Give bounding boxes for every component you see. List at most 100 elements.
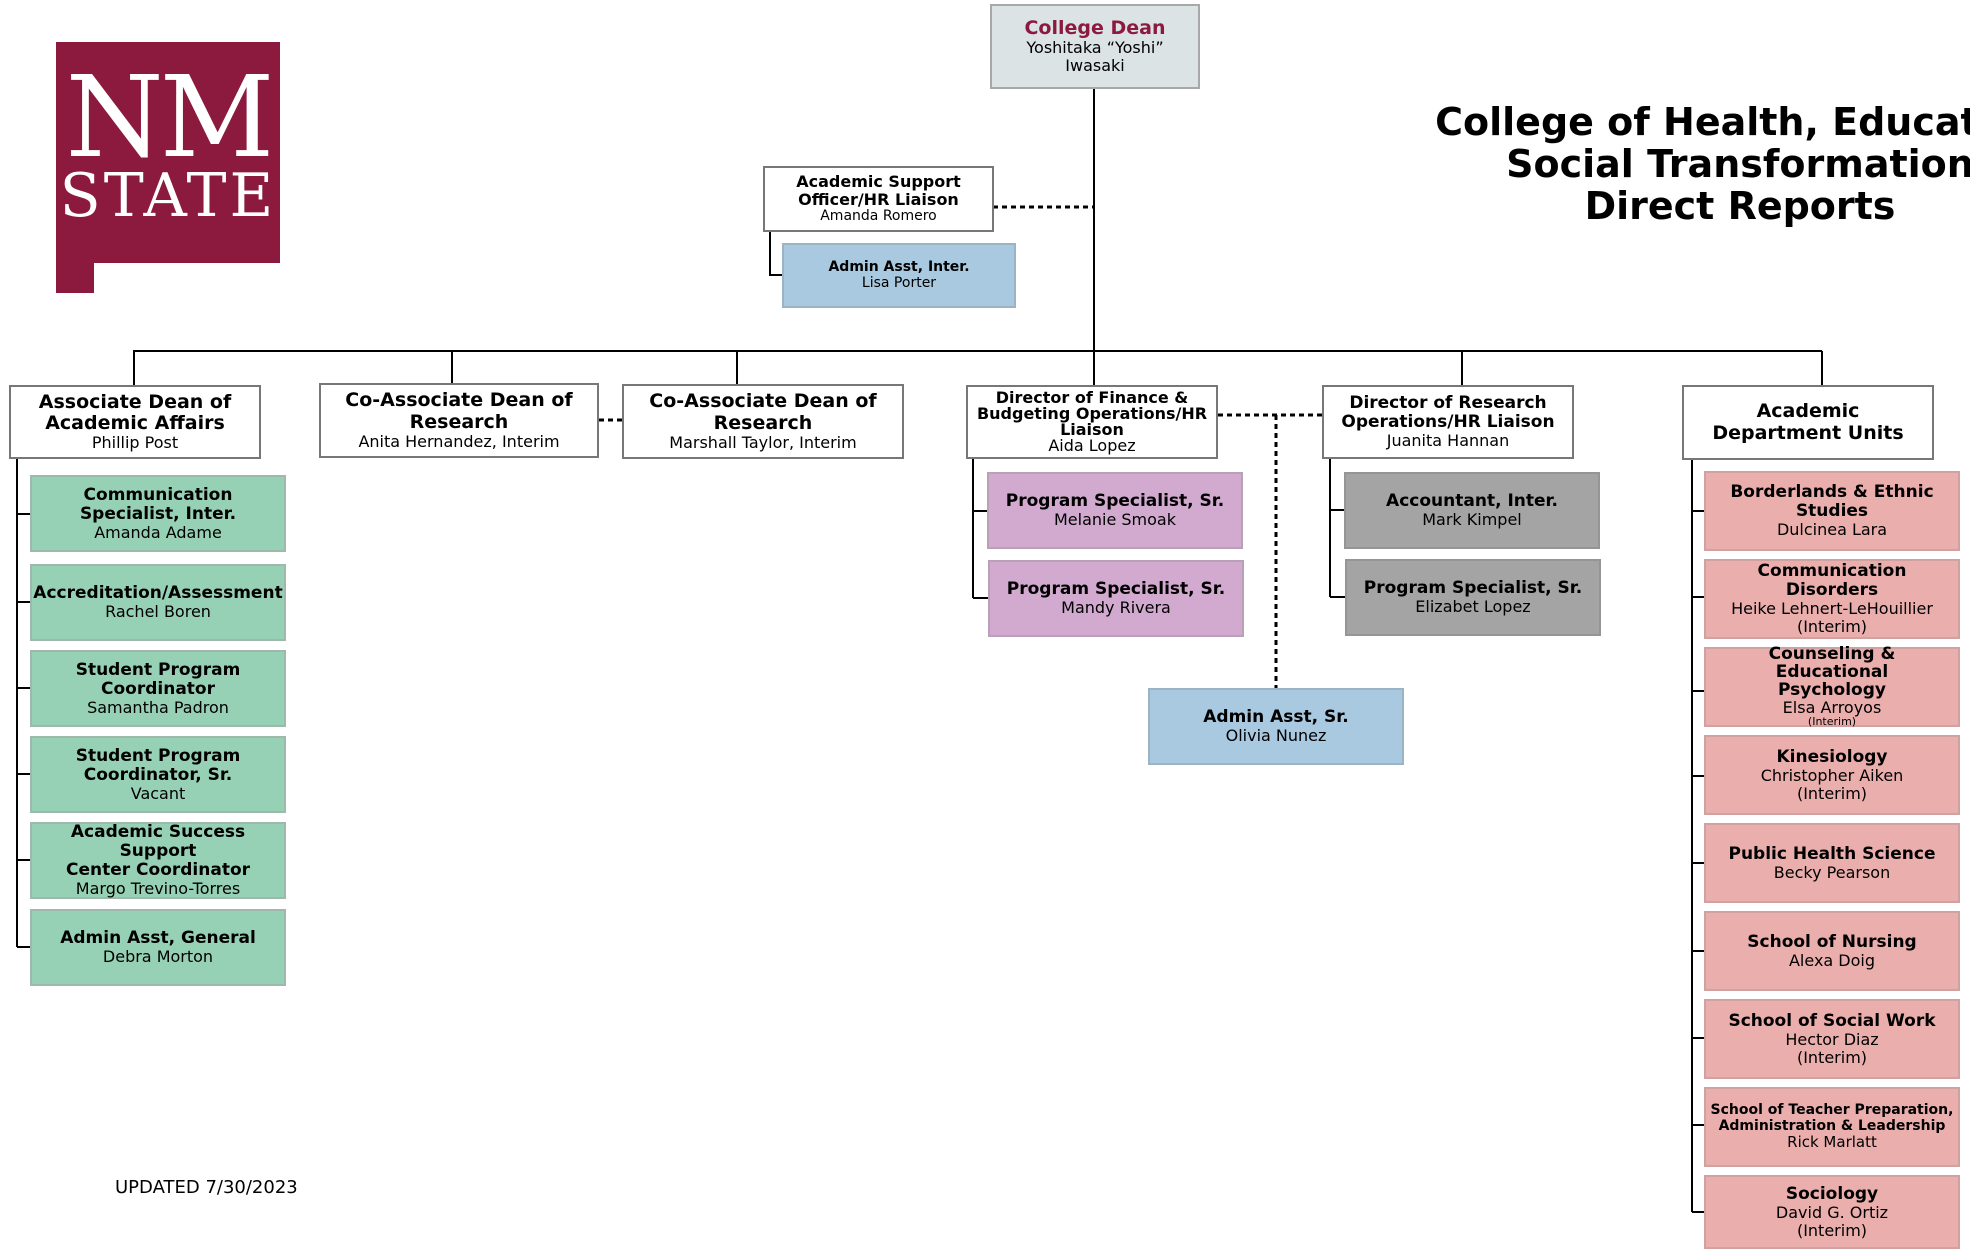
co-associate-dean-1-box: Co-Associate Dean of Research Anita Hern… xyxy=(319,383,599,458)
associate-dean-title-1: Associate Dean of xyxy=(38,390,232,413)
staff-box-academic-success: Academic Success Support Center Coordina… xyxy=(30,822,286,899)
dept-name: Becky Pearson xyxy=(1773,862,1891,882)
staff-title-1: Communication xyxy=(83,484,233,505)
co-dean-2-title-1: Co-Associate Dean of xyxy=(649,390,877,413)
dept-name: Alexa Doig xyxy=(1788,950,1876,970)
research-staff-title: Program Specialist, Sr. xyxy=(1363,578,1583,599)
dept-note: (Interim) xyxy=(1796,1047,1868,1067)
staff-box-student-program-coordinator: Student Program Coordinator Samantha Pad… xyxy=(30,650,286,727)
finance-admin-name: Olivia Nunez xyxy=(1225,726,1327,746)
department-box-public-health: Public Health Science Becky Pearson xyxy=(1704,823,1960,903)
finance-staff-box-1: Program Specialist, Sr. Melanie Smoak xyxy=(987,472,1243,549)
title-line-1: College of Health, Education xyxy=(1435,100,1970,144)
support-admin-title: Admin Asst, Inter. xyxy=(828,258,970,275)
finance-admin-title: Admin Asst, Sr. xyxy=(1203,707,1349,728)
dept-name: Christopher Aiken xyxy=(1760,765,1904,785)
staff-name: Samantha Padron xyxy=(87,697,229,717)
associate-dean-name: Phillip Post xyxy=(91,433,179,453)
staff-name: Vacant xyxy=(130,783,186,803)
staff-title-1: Student Program xyxy=(75,745,241,766)
dept-note: (Interim) xyxy=(1807,715,1857,729)
co-dean-2-name: Marshall Taylor, Interim xyxy=(669,432,857,452)
finance-director-title-3: Liaison xyxy=(1060,420,1124,439)
dept-title-1: Counseling & Educational xyxy=(1768,644,1896,682)
academic-support-officer-box: Academic Support Officer/HR Liaison Aman… xyxy=(763,166,994,232)
staff-title-1: Student Program xyxy=(75,659,241,680)
department-box-borderlands: Borderlands & Ethnic Studies Dulcinea La… xyxy=(1704,471,1960,551)
co-dean-1-title-1: Co-Associate Dean of xyxy=(345,389,573,412)
research-staff-name: Elizabet Lopez xyxy=(1415,597,1531,617)
dean-title: College Dean xyxy=(1024,16,1166,39)
page-title: College of Health, Education Social Tran… xyxy=(1430,100,1970,228)
finance-director-box: Director of Finance & Budgeting Operatio… xyxy=(966,385,1218,459)
dept-name: Dulcinea Lara xyxy=(1776,520,1888,540)
associate-dean-box: Associate Dean of Academic Affairs Phill… xyxy=(9,385,261,459)
staff-title-2: Center Coordinator xyxy=(65,860,251,881)
staff-name: Rachel Boren xyxy=(105,602,211,622)
dept-title-2: Studies xyxy=(1795,501,1869,522)
dean-name-line-2: Iwasaki xyxy=(1065,56,1125,76)
research-director-box: Director of Research Operations/HR Liais… xyxy=(1322,385,1574,459)
logo-state-text: STATE xyxy=(59,161,277,231)
department-box-teacher-preparation: School of Teacher Preparation, Administr… xyxy=(1704,1087,1960,1167)
support-admin-box: Admin Asst, Inter. Lisa Porter xyxy=(782,243,1016,308)
dept-title-1: Borderlands & Ethnic xyxy=(1730,482,1934,503)
department-box-sociology: Sociology David G. Ortiz (Interim) xyxy=(1704,1175,1960,1249)
finance-director-title-2: Budgeting Operations/HR xyxy=(976,404,1208,423)
dept-units-title-2: Department Units xyxy=(1712,421,1904,444)
staff-box-accreditation: Accreditation/Assessment Rachel Boren xyxy=(30,564,286,641)
dept-title-1: School of Social Work xyxy=(1728,1010,1936,1031)
staff-title-1: Admin Asst, General xyxy=(60,928,256,949)
dept-name: David G. Ortiz xyxy=(1775,1202,1889,1222)
associate-dean-title-2: Academic Affairs xyxy=(45,412,225,435)
co-dean-1-name: Anita Hernandez, Interim xyxy=(358,431,560,451)
staff-title-1: Academic Success Support xyxy=(70,822,246,862)
research-staff-name: Mark Kimpel xyxy=(1422,510,1522,530)
dept-note: (Interim) xyxy=(1796,1220,1868,1240)
support-officer-title-2: Officer/HR Liaison xyxy=(798,190,959,210)
finance-admin-box: Admin Asst, Sr. Olivia Nunez xyxy=(1148,688,1404,765)
title-line-3: Direct Reports xyxy=(1584,183,1896,228)
dept-name: Elsa Arroyos xyxy=(1782,697,1882,717)
finance-staff-box-2: Program Specialist, Sr. Mandy Rivera xyxy=(988,560,1244,637)
finance-director-title-1: Director of Finance & xyxy=(995,388,1189,407)
finance-staff-title: Program Specialist, Sr. xyxy=(1006,579,1226,600)
co-dean-1-title-2: Research xyxy=(409,410,509,433)
dept-units-title-1: Academic xyxy=(1756,400,1860,423)
research-director-title-2: Operations/HR Liaison xyxy=(1341,412,1555,433)
logo-nm-text: NM xyxy=(65,53,275,183)
staff-title-2: Specialist, Inter. xyxy=(79,503,237,524)
co-associate-dean-2-box: Co-Associate Dean of Research Marshall T… xyxy=(622,384,904,459)
dept-note: (Interim) xyxy=(1796,783,1868,803)
college-dean-box: College Dean Yoshitaka “Yoshi” Iwasaki xyxy=(990,4,1200,89)
research-staff-title: Accountant, Inter. xyxy=(1386,491,1558,512)
dept-title-1: Communication Disorders xyxy=(1757,561,1907,601)
support-officer-title-1: Academic Support xyxy=(796,172,961,192)
co-dean-2-title-2: Research xyxy=(713,411,813,434)
staff-box-student-program-coordinator-sr: Student Program Coordinator, Sr. Vacant xyxy=(30,736,286,813)
dept-name: Rick Marlatt xyxy=(1787,1133,1877,1152)
dept-name: Heike Lehnert-LeHouillier xyxy=(1731,599,1933,619)
research-staff-box-2: Program Specialist, Sr. Elizabet Lopez xyxy=(1345,559,1601,636)
department-box-kinesiology: Kinesiology Christopher Aiken (Interim) xyxy=(1704,735,1960,815)
nm-state-logo: NM STATE xyxy=(56,42,280,293)
research-director-name: Juanita Hannan xyxy=(1386,431,1510,451)
research-director-title-1: Director of Research xyxy=(1349,393,1547,414)
dept-note: (Interim) xyxy=(1796,617,1868,637)
updated-date: UPDATED 7/30/2023 xyxy=(115,1177,298,1198)
support-admin-name: Lisa Porter xyxy=(861,274,937,291)
department-box-counseling: Counseling & Educational Psychology Elsa… xyxy=(1704,644,1960,729)
staff-name: Margo Trevino-Torres xyxy=(75,879,241,899)
staff-title-2: Coordinator, Sr. xyxy=(83,764,233,785)
dept-title-1: Public Health Science xyxy=(1728,843,1936,864)
dean-name-line-1: Yoshitaka “Yoshi” xyxy=(1026,38,1164,58)
dept-name: Hector Diaz xyxy=(1785,1029,1879,1049)
research-staff-box-1: Accountant, Inter. Mark Kimpel xyxy=(1344,472,1600,549)
staff-title-1: Accreditation/Assessment xyxy=(33,583,283,604)
dept-title-1: Kinesiology xyxy=(1776,746,1888,767)
dept-title-2: Administration & Leadership xyxy=(1718,1117,1946,1134)
dept-title-1: School of Nursing xyxy=(1747,931,1917,952)
department-box-nursing: School of Nursing Alexa Doig xyxy=(1704,911,1960,991)
finance-staff-name: Mandy Rivera xyxy=(1061,598,1171,618)
